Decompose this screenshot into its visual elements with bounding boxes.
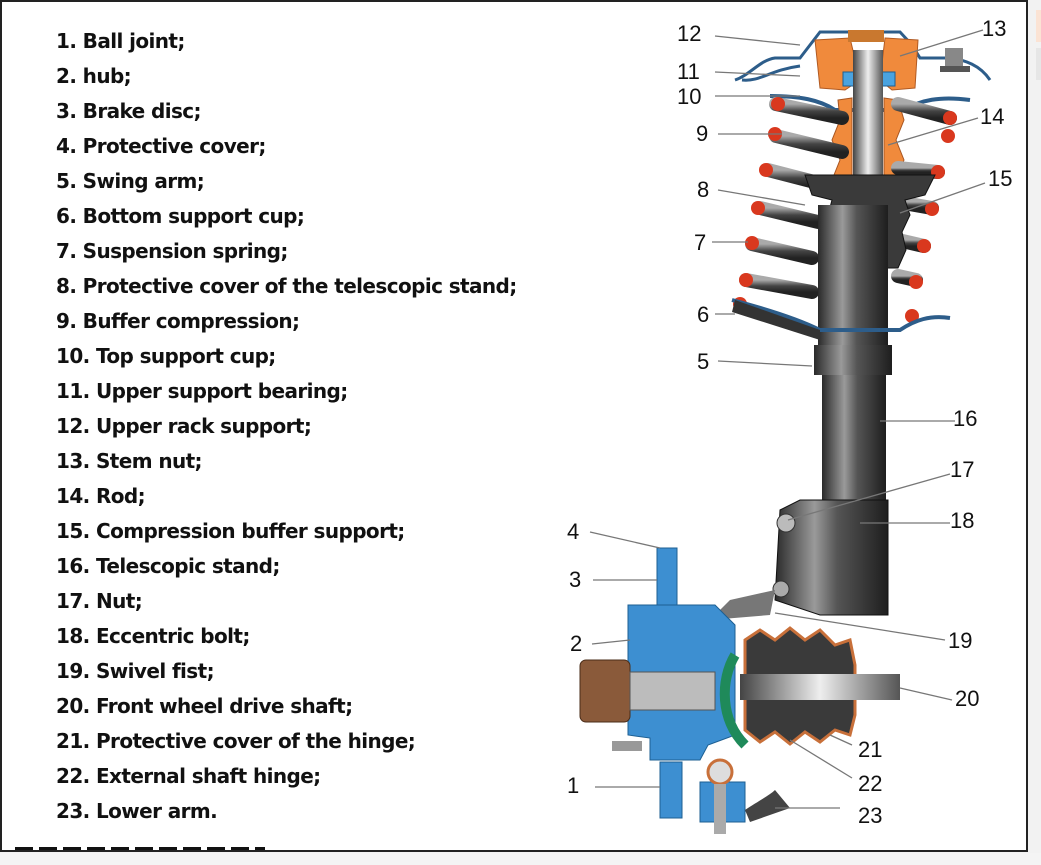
cropped-text-fragment: [15, 846, 265, 851]
legend-item: 19. Swivel fist;: [56, 659, 215, 683]
callout-18: 18: [950, 508, 974, 533]
callout-19: 19: [948, 628, 972, 653]
callout-3: 3: [569, 567, 581, 592]
callout-14: 14: [980, 104, 1004, 129]
callout-6: 6: [697, 302, 709, 327]
callout-2: 2: [570, 631, 582, 656]
callout-10: 10: [677, 84, 701, 109]
legend-item: 14. Rod;: [56, 484, 146, 508]
callout-7: 7: [694, 230, 706, 255]
callout-labels: 1 2 3 4 5 6 7 8 9 10 11 12 13 14 15 16 1…: [567, 16, 1012, 828]
swing-arm-clamp: [814, 345, 892, 375]
edge-strip: [1036, 10, 1041, 42]
legend-item: 13. Stem nut;: [56, 449, 203, 473]
hub-splines: [629, 671, 716, 711]
legend-item: 12. Upper rack support;: [56, 414, 312, 438]
legend-item: 17. Nut;: [56, 589, 143, 613]
bottom-support-cup: [731, 298, 951, 332]
brake-disc: [656, 547, 678, 609]
callout-20: 20: [955, 686, 979, 711]
legend-item: 16. Telescopic stand;: [56, 554, 280, 578]
ball-joint-stud: [714, 784, 726, 834]
callout-22: 22: [858, 771, 882, 796]
legend-item: 23. Lower arm.: [56, 799, 218, 823]
callout-15: 15: [988, 166, 1012, 191]
legend-item: 4. Protective cover;: [56, 134, 266, 158]
legend-item: 3. Brake disc;: [56, 99, 202, 123]
callout-21: 21: [858, 737, 882, 762]
legend-item: 15. Compression buffer support;: [56, 519, 405, 543]
ball-joint-ball: [706, 758, 734, 786]
edge-strip: [1036, 48, 1041, 80]
callout-11: 11: [677, 59, 700, 84]
callout-8: 8: [697, 177, 709, 202]
callout-16: 16: [953, 406, 977, 431]
legend-item: 21. Protective cover of the hinge;: [56, 729, 416, 753]
callout-4: 4: [567, 519, 579, 544]
callout-23: 23: [858, 803, 882, 828]
legend-item: 22. External shaft hinge;: [56, 764, 321, 788]
swivel-fist-arm: [710, 590, 775, 620]
bracket-bolt: [772, 580, 790, 598]
callout-13: 13: [982, 16, 1006, 41]
legend-item: 18. Eccentric bolt;: [56, 624, 250, 648]
lower-arm: [745, 790, 790, 822]
callout-12: 12: [677, 21, 701, 46]
hub-cap: [579, 659, 631, 723]
strut-bracket: [774, 499, 889, 616]
callout-5: 5: [697, 349, 709, 374]
bottom-band: [0, 853, 1041, 865]
drive-shaft: [740, 674, 900, 700]
legend-item: 2. hub;: [56, 64, 132, 88]
legend-item: 6. Bottom support cup;: [56, 204, 305, 228]
callout-leaders: [589, 29, 986, 809]
callout-9: 9: [696, 121, 708, 146]
telescopic-stand-upper: [818, 205, 888, 345]
legend-item: 7. Suspension spring;: [56, 239, 288, 263]
legend-item: 11. Upper support bearing;: [56, 379, 348, 403]
legend-item: 1. Ball joint;: [56, 29, 185, 53]
legend-item: 9. Buffer compression;: [56, 309, 300, 333]
bottom-cup-flange: [732, 300, 820, 340]
stem-nut-cap: [848, 30, 884, 42]
legend-item: 10. Top support cup;: [56, 344, 276, 368]
legend-item: 5. Swing arm;: [56, 169, 205, 193]
legend-item: 20. Front wheel drive shaft;: [56, 694, 353, 718]
hub-assembly: [579, 547, 746, 834]
legend-item: 8. Protective cover of the telescopic st…: [56, 274, 517, 298]
external-shaft-hinge: [719, 652, 749, 749]
hub-bolt: [612, 741, 642, 751]
eccentric-bolt-head: [776, 513, 796, 533]
callout-17: 17: [950, 457, 974, 482]
callout-1: 1: [567, 773, 579, 798]
parts-legend: 1. Ball joint; 2. hub; 3. Brake disc; 4.…: [56, 24, 517, 829]
telescopic-stand: [822, 375, 886, 505]
